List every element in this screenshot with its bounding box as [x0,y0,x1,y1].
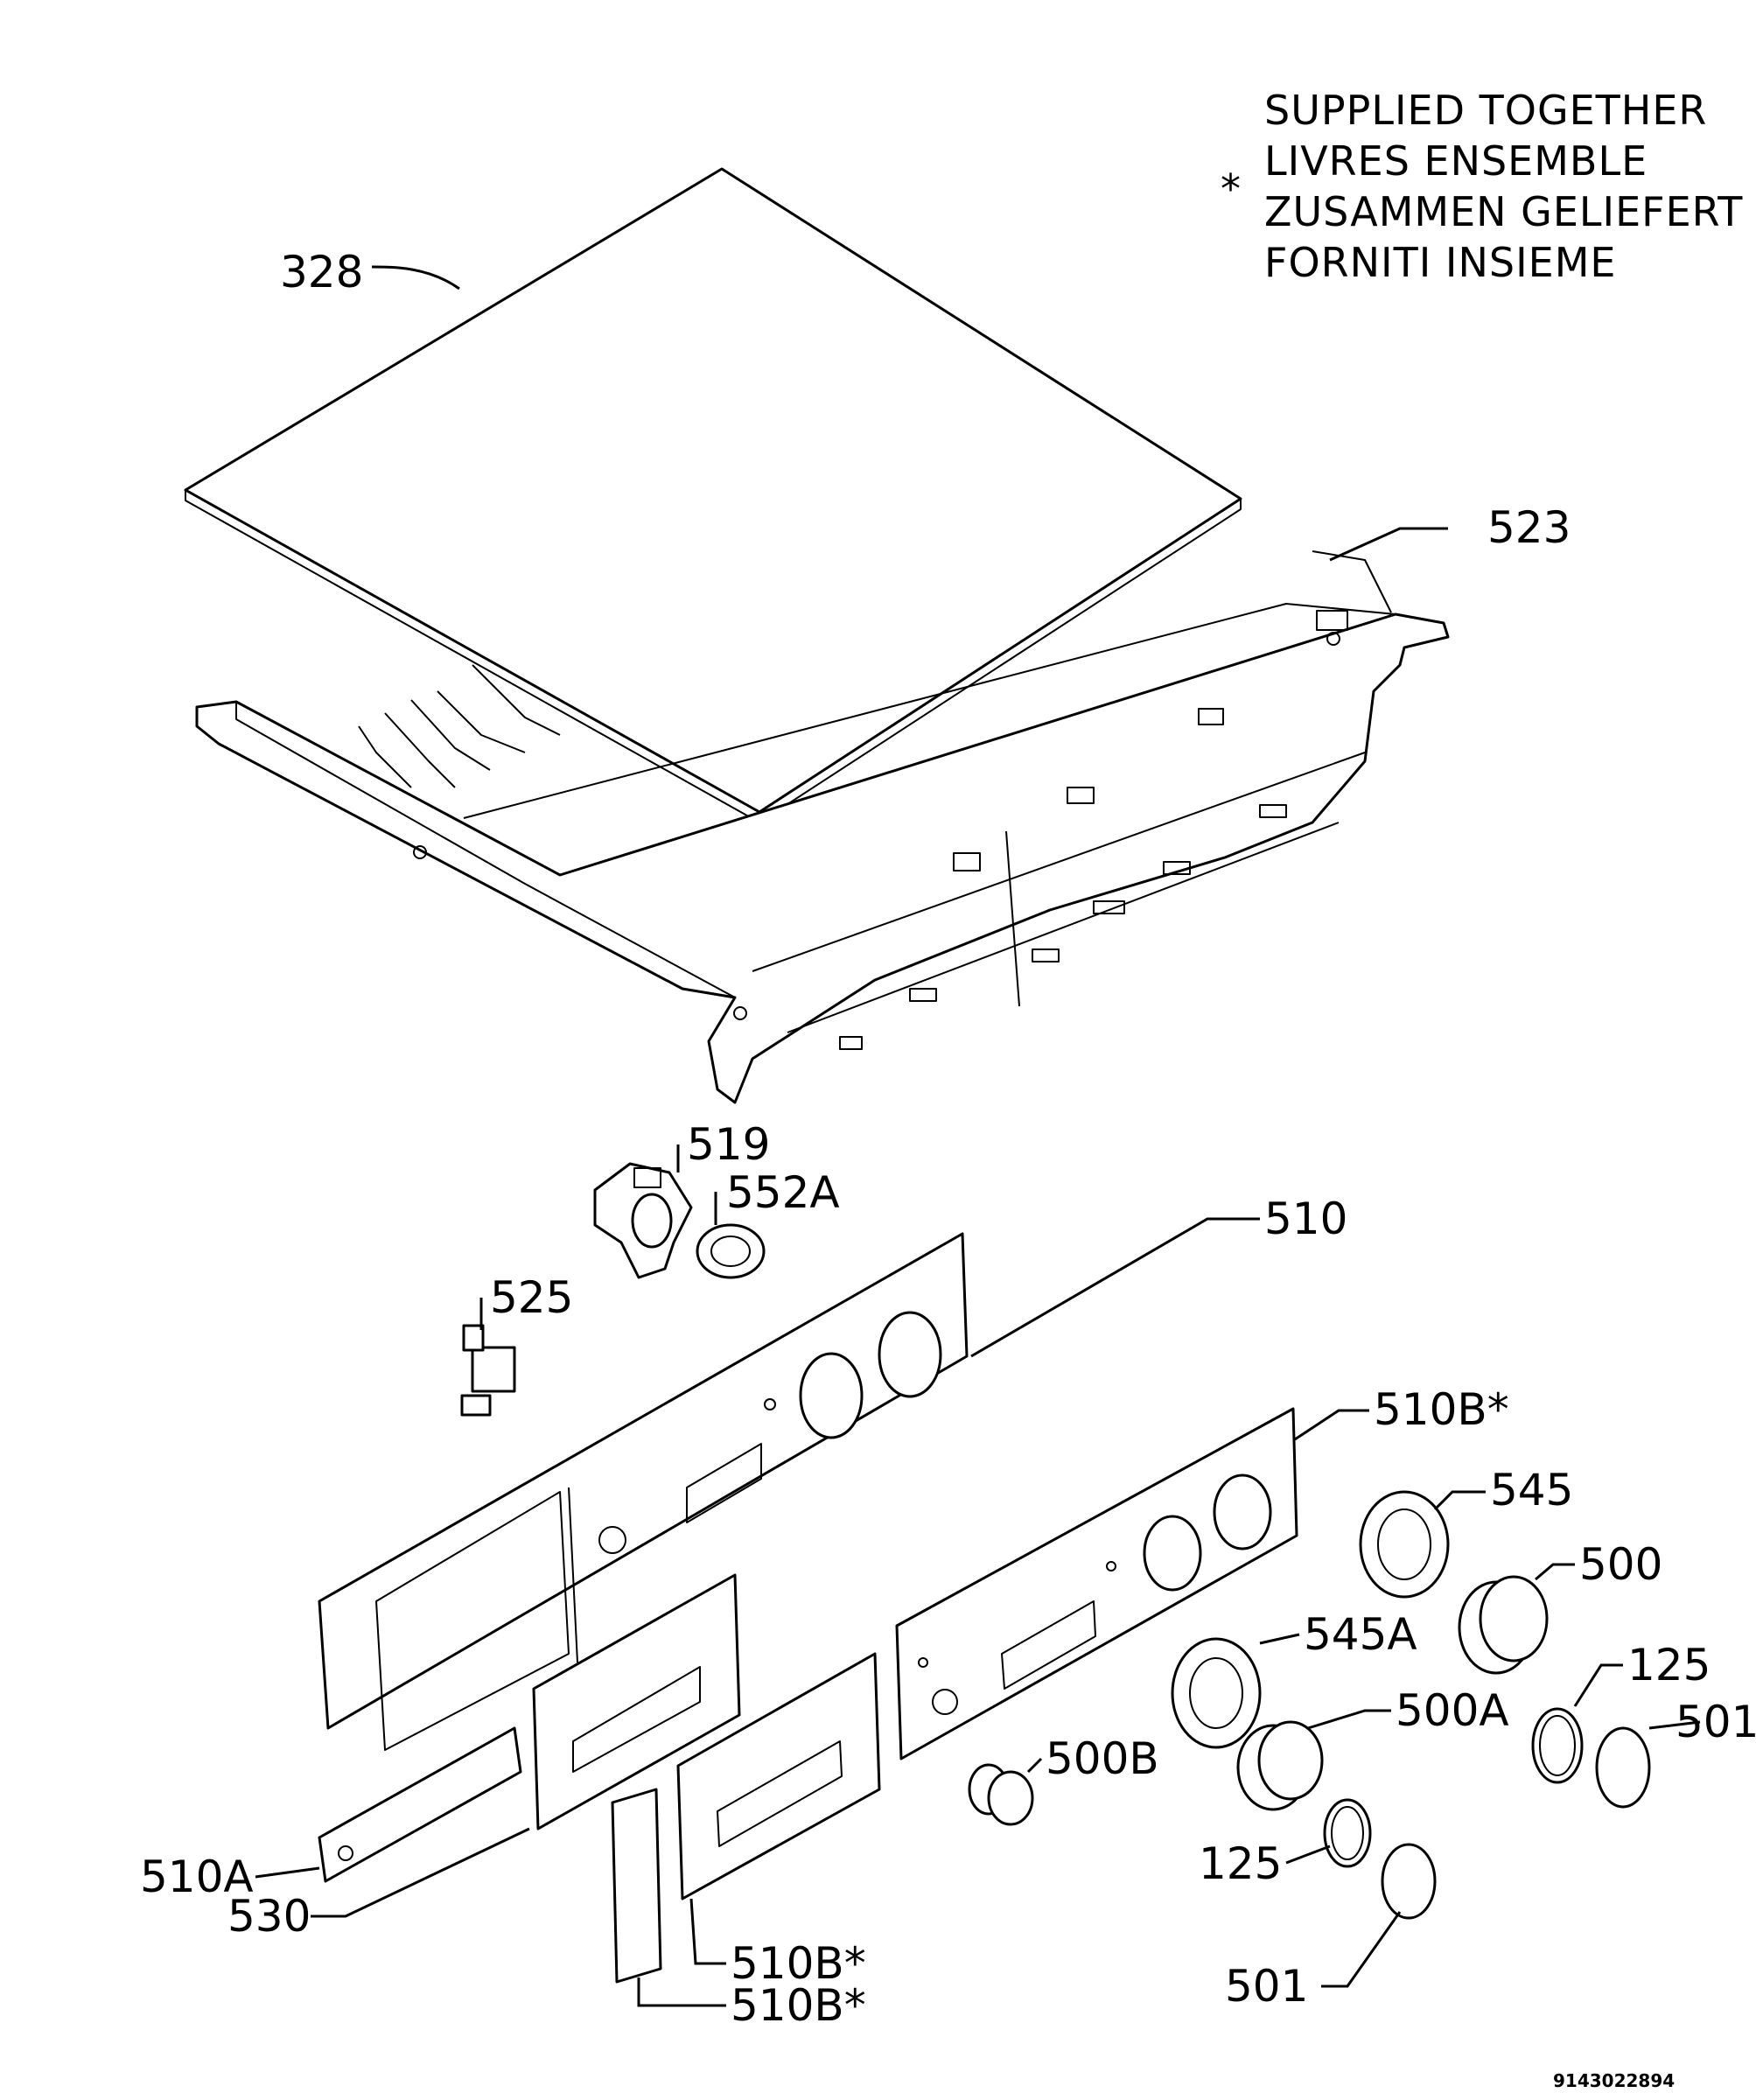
leader-lines [255,265,1701,2007]
part-501-disc-a [1595,1726,1651,1809]
label-545a: 545A [1304,1609,1417,1660]
part-525-switch [460,1324,516,1417]
part-530-frame [532,1573,741,1830]
part-552a-ring [696,1223,766,1279]
note-line-en: SUPPLIED TOGETHER [1264,87,1707,134]
part-501-disc-b [1381,1843,1437,1920]
label-328: 328 [280,247,363,298]
part-125-ring-b [1323,1798,1372,1868]
label-125-a: 125 [1627,1640,1711,1690]
label-530: 530 [227,1891,311,1942]
label-510b-a: 510B* [1374,1384,1509,1435]
note-line-it: FORNITI INSIEME [1264,239,1616,286]
label-552a: 552A [726,1167,840,1218]
part-519-bracket [593,1162,693,1279]
label-500b: 500B [1046,1733,1159,1784]
note-asterisk: * [1221,165,1242,213]
part-labels: 328 523 519 552A 510 525 510B* 545 500 5… [140,247,1756,2031]
part-125-ring-a [1531,1707,1584,1784]
part-510a-strip [318,1726,522,1883]
label-501-a: 501 [1676,1697,1756,1747]
label-500: 500 [1579,1539,1662,1590]
part-545-bezel [1359,1490,1450,1599]
part-510b-strip [611,1788,662,1984]
label-510a: 510A [140,1852,254,1902]
label-519: 519 [687,1119,770,1170]
label-525: 525 [490,1272,573,1323]
note-line-de: ZUSAMMEN GELIEFERT [1264,188,1743,235]
part-510b-fascia [895,1407,1298,1760]
drawing-number: 9143022894 [1553,2070,1675,2091]
part-500b-button [968,1763,1034,1826]
label-125-b: 125 [1199,1838,1282,1889]
part-500-knob [1458,1575,1549,1675]
part-510-fascia [318,1232,969,1751]
label-500a: 500A [1396,1685,1509,1736]
part-523-panel-frame [195,550,1450,1104]
part-545a-bezel [1171,1637,1262,1749]
label-545: 545 [1490,1465,1573,1516]
supplied-together-note: * SUPPLIED TOGETHER LIVRES ENSEMBLE ZUSA… [1221,87,1743,286]
label-510b-c: 510B* [731,1980,866,2031]
part-500a-knob [1236,1720,1324,1811]
note-line-fr: LIVRES ENSEMBLE [1264,137,1648,185]
part-510b-frame [676,1652,881,1900]
label-501-b: 501 [1225,1961,1308,2012]
label-510b-b: 510B* [731,1938,866,1989]
label-523: 523 [1487,502,1571,553]
label-510: 510 [1264,1194,1347,1244]
